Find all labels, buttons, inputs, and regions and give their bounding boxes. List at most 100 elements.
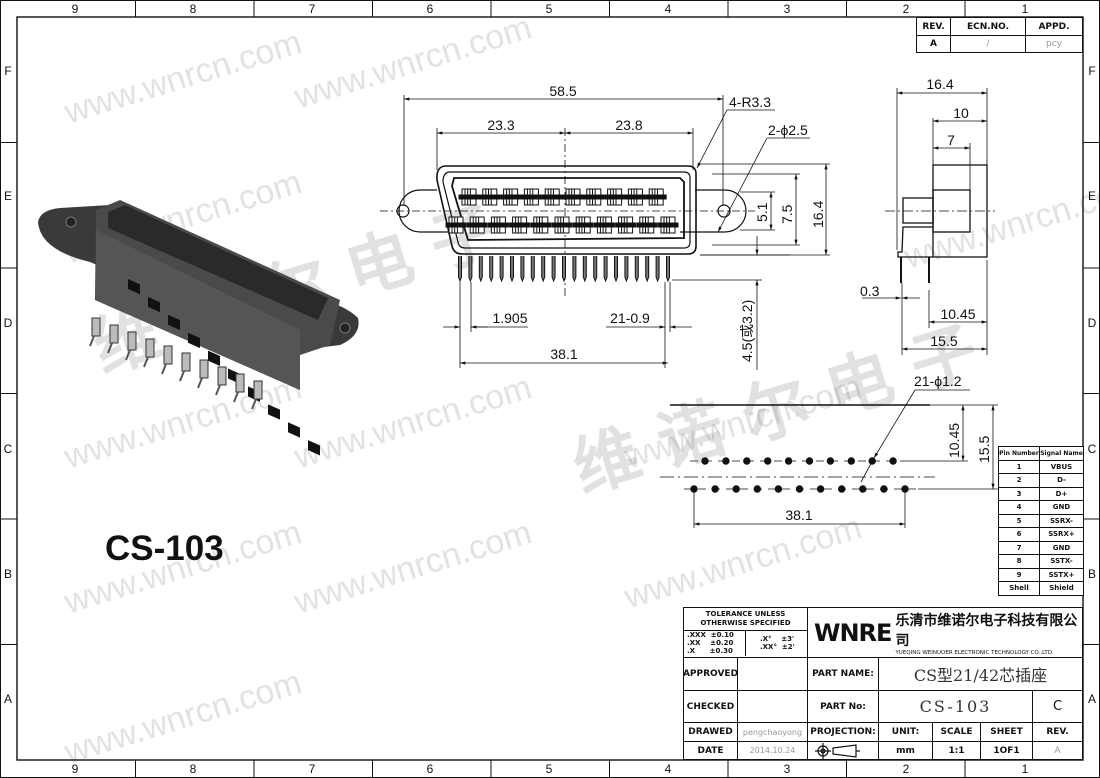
- projection-symbol-icon: [815, 743, 860, 759]
- photo-pin: [145, 338, 155, 358]
- contact-socket: [445, 216, 467, 234]
- pin: [603, 256, 608, 283]
- company-name-cn: 乐清市维诺尔电子科技有限公司: [895, 612, 1078, 649]
- dim-pitch: 1.905: [492, 310, 527, 326]
- zone-column-label: 6: [427, 762, 434, 776]
- dim-radius: 4-R3.3: [729, 94, 771, 110]
- pin: [551, 256, 556, 283]
- dim-7-5: 7.5: [779, 204, 795, 224]
- contact-socket: [487, 216, 509, 234]
- photo-socket: [308, 440, 320, 456]
- pcb-hole: [711, 485, 719, 493]
- pin: [572, 256, 577, 283]
- photo-socket: [148, 296, 160, 313]
- signal-name: SSRX+: [1039, 527, 1084, 542]
- pcb-hole: [847, 457, 855, 465]
- zone-column-label: 7: [309, 2, 316, 16]
- contact-socket: [520, 188, 542, 206]
- tolerance-linear: .XXX ±0.10.XX ±0.20.X ±0.30: [684, 631, 746, 656]
- pcb-hole: [826, 457, 835, 465]
- zone-column-label: 4: [665, 2, 672, 16]
- photo-pin: [91, 317, 101, 337]
- dim-58-5: 58.5: [549, 83, 576, 99]
- zone-row-label: C: [1088, 442, 1097, 456]
- contact-socket: [509, 216, 531, 234]
- dim-holes: 2-ϕ2.5: [768, 122, 808, 138]
- pin: [510, 256, 514, 283]
- dim-23-8: 23.8: [615, 117, 642, 133]
- part-name-value: CS型21/42芯插座: [878, 657, 1083, 691]
- zone-column-label: 1: [1022, 2, 1029, 16]
- tol-angle-x: .X° ±3': [760, 635, 795, 643]
- contact-socket: [604, 188, 626, 206]
- pin-number: 1: [998, 459, 1040, 474]
- side-view: [885, 164, 995, 283]
- contact-socket: [479, 188, 501, 206]
- signal-name: Shield: [1039, 581, 1084, 596]
- contact-socket: [466, 216, 488, 234]
- date-value: 2014.10.24: [737, 741, 808, 760]
- photo-pin: [199, 359, 209, 379]
- dim-23-3: 23.3: [487, 117, 514, 133]
- dim-10: 10: [953, 105, 969, 121]
- pcb-hole: [732, 485, 740, 493]
- zone-column-label: 5: [546, 2, 553, 16]
- pin-number: 6: [998, 527, 1040, 542]
- zone-column-label: 5: [546, 762, 553, 776]
- projection-label: PROJECTION:: [807, 722, 879, 742]
- pin-number-header: Pin Number: [998, 446, 1040, 461]
- pin-number: 3: [998, 486, 1040, 501]
- signal-name: SSRX-: [1039, 513, 1084, 528]
- dim-10-45: 10.45: [940, 306, 975, 322]
- pin: [478, 256, 483, 283]
- ecn-value: /: [950, 35, 1026, 53]
- photo-pin: [253, 380, 263, 400]
- zone-row-label: F: [1088, 64, 1095, 78]
- signal-name: GND: [1039, 500, 1084, 515]
- approved-value: [737, 657, 808, 691]
- signal-name: VBUS: [1039, 459, 1084, 474]
- contact-socket: [615, 216, 637, 234]
- date-label: DATE: [683, 741, 738, 760]
- pin: [614, 256, 618, 283]
- contact-socket: [593, 216, 615, 234]
- projection-value: [807, 741, 879, 760]
- pcb-hole: [784, 457, 793, 465]
- pin-number: Shell: [998, 581, 1040, 596]
- dim-hole-dia: 21-ϕ1.2: [914, 373, 962, 389]
- signal-name: SSTX+: [1039, 567, 1084, 582]
- rev-value-title: A: [1032, 741, 1083, 760]
- pin: [624, 256, 629, 283]
- product-photo: [38, 200, 359, 456]
- drawed-value: pengchaoyong: [737, 722, 808, 742]
- dim-0-3: 0.3: [860, 283, 880, 299]
- company-name-en: YUEQING WEINUOER ELECTRONIC TECHNOLOGY C…: [895, 649, 1054, 656]
- product-label: CS-103: [105, 529, 224, 568]
- signal-name: D-: [1039, 473, 1084, 488]
- pin: [468, 256, 473, 283]
- dim-pin-span: 38.1: [550, 346, 577, 362]
- zone-row-label: D: [1088, 316, 1097, 330]
- zone-column-label: 9: [72, 762, 79, 776]
- part-no-value: CS-103: [878, 690, 1033, 723]
- front-view-dimensions: [403, 95, 830, 370]
- rev-value: A: [916, 35, 951, 53]
- pin: [634, 256, 639, 283]
- photo-socket: [208, 350, 220, 366]
- front-view: [380, 128, 755, 296]
- pcb-hole: [722, 457, 730, 465]
- pin-number: 7: [998, 540, 1040, 555]
- sheet-value: 1OF1: [980, 741, 1033, 760]
- zone-column-label: 6: [427, 2, 434, 16]
- unit-label: UNIT:: [878, 722, 933, 742]
- ecn-header: ECN.NO.: [950, 17, 1026, 36]
- contact-socket: [562, 188, 584, 206]
- dim-depth: 16.4: [926, 76, 953, 92]
- dim-hole-span: 38.1: [785, 507, 812, 523]
- contact-socket: [583, 188, 605, 206]
- zone-column-label: 8: [190, 762, 197, 776]
